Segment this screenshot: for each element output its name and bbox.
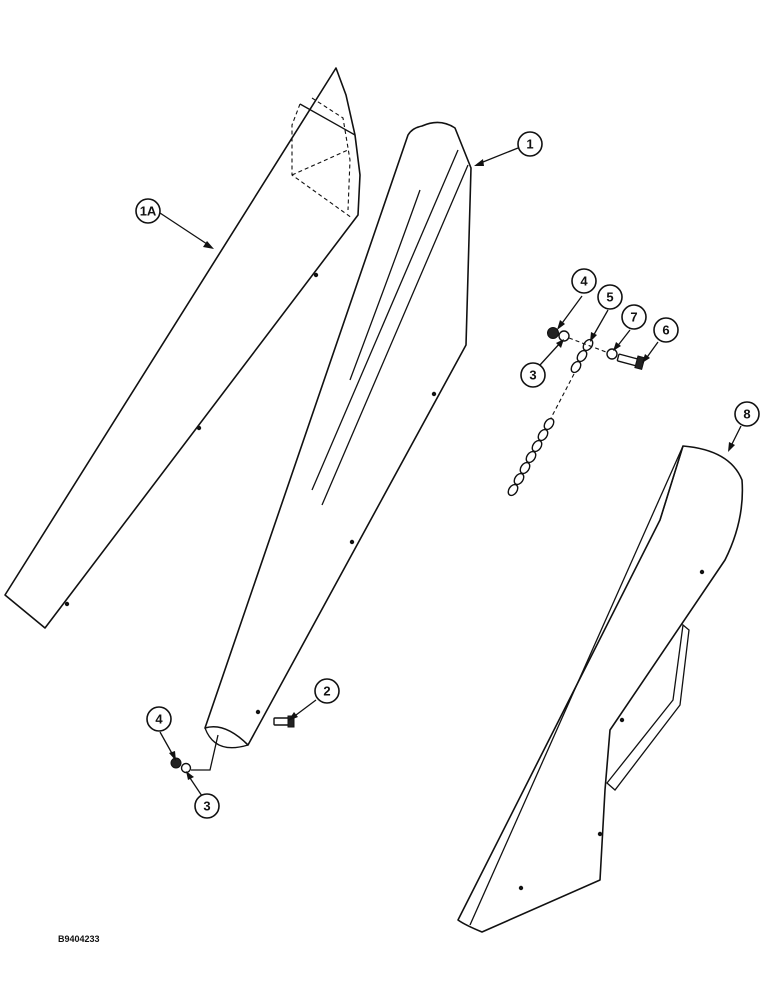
leaders (159, 147, 742, 797)
washer-3-bottom (180, 762, 192, 774)
callout-1: 1 (517, 131, 543, 157)
callout-1-label: 1 (526, 137, 533, 152)
part-8-shield (457, 445, 744, 933)
callout-4-bottom: 4 (146, 706, 172, 732)
callout-5: 5 (597, 284, 623, 310)
washer-3-top (558, 330, 570, 342)
callout-3-bottom: 3 (194, 793, 220, 819)
callout-1a: 1A (135, 198, 161, 224)
part-1-shield (204, 121, 472, 749)
callout-5-label: 5 (606, 290, 613, 305)
bolt-6 (616, 353, 646, 371)
chain-5 (507, 338, 594, 497)
callout-2-label: 2 (323, 684, 330, 699)
callout-4-top: 4 (571, 268, 597, 294)
callout-6-label: 6 (662, 323, 669, 338)
washer-7 (606, 348, 618, 360)
callout-8-label: 8 (743, 407, 750, 422)
callout-3-top-label: 3 (529, 368, 536, 383)
part-1a-shield (4, 67, 361, 629)
callout-3-bottom-label: 3 (203, 799, 210, 814)
callout-8: 8 (734, 401, 760, 427)
nut-4-top (547, 327, 559, 339)
callout-7-label: 7 (630, 310, 637, 325)
callout-7: 7 (621, 304, 647, 330)
callout-1a-label: 1A (140, 204, 157, 219)
nut-4-bottom (170, 757, 182, 769)
callout-3-top: 3 (520, 362, 546, 388)
callout-4-top-label: 4 (580, 274, 588, 289)
callout-2: 2 (314, 678, 340, 704)
callout-4-bottom-label: 4 (155, 712, 163, 727)
bolt-2 (273, 715, 295, 728)
callout-6: 6 (653, 317, 679, 343)
figure-id: B9404233 (58, 934, 100, 944)
